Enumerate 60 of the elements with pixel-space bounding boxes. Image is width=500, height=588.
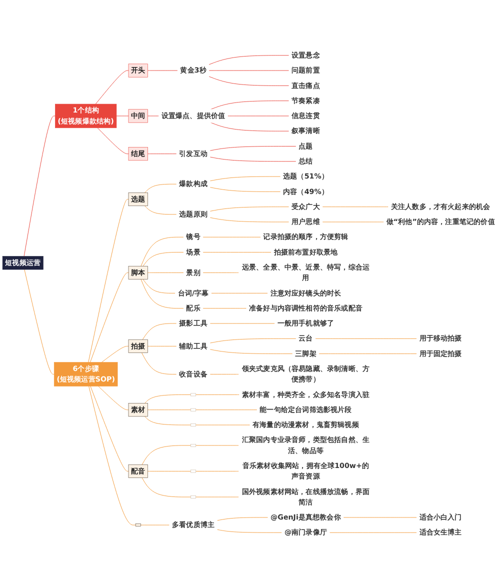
connector [144,394,191,404]
connector [210,146,296,151]
connector [88,199,129,363]
connector [210,156,296,162]
connector [142,252,184,266]
connector [208,76,290,86]
connector [98,386,129,410]
connector [95,70,129,104]
node-box [190,408,196,412]
connector [202,252,272,253]
connector [101,346,129,363]
connector [210,217,290,222]
connector [142,279,176,294]
connector [210,187,281,192]
connector [216,517,268,521]
node-box [190,444,196,447]
connector [210,349,293,354]
connector [148,470,191,472]
connector [140,279,184,309]
connector [97,128,129,154]
connector [322,206,389,208]
connector [24,269,54,374]
connector [140,236,184,266]
connector [329,532,417,533]
connector [210,338,296,344]
connector [196,470,239,472]
connector [196,394,240,395]
node-box [190,496,196,498]
connector [142,352,177,374]
connector [343,517,417,518]
connector [88,386,136,526]
node-box [190,424,196,426]
connector [148,272,184,273]
node-box [135,524,141,526]
connector [210,100,290,110]
connector [142,478,191,498]
connector [210,206,290,212]
connector [90,386,129,472]
connector [210,122,290,132]
connector [196,445,239,446]
connector [202,272,239,273]
connector [216,529,282,533]
connector [202,308,247,309]
connector [208,55,290,65]
connector [148,70,178,71]
connector [315,338,417,339]
node-box [190,393,196,396]
connector [144,206,177,215]
connector [211,292,268,294]
connector [210,176,281,182]
connector [202,236,261,238]
connector [90,272,129,363]
connector [144,416,191,426]
node-box [190,470,196,473]
connector [144,184,177,193]
connector [142,323,177,340]
connector [208,70,290,71]
connector [140,524,170,526]
connector [24,116,56,257]
connector [142,445,191,465]
